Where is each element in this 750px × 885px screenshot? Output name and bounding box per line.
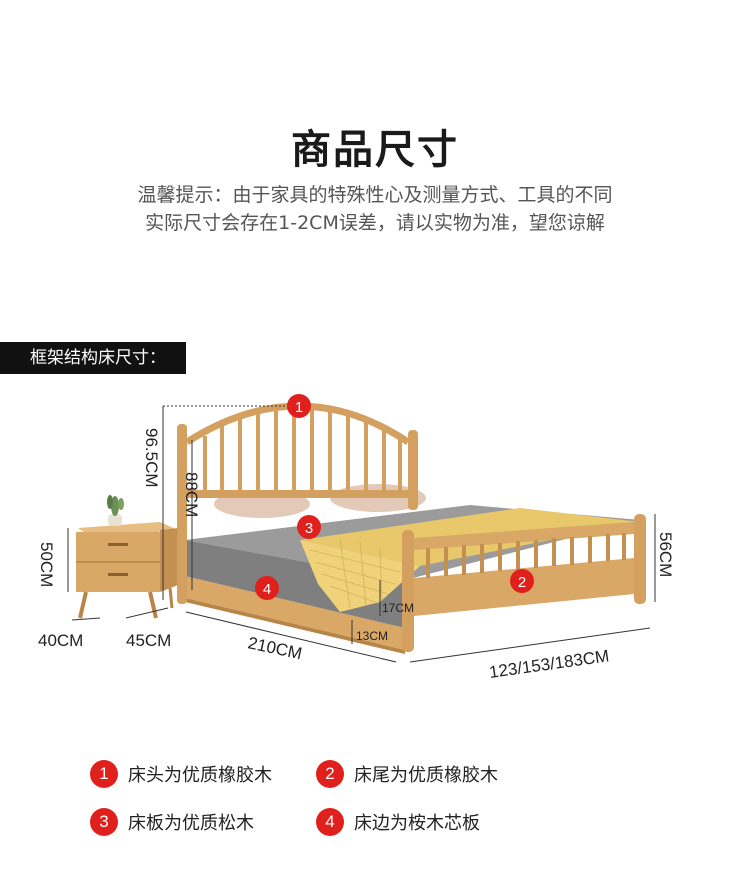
marker-1: 1 [287, 394, 311, 418]
bed-dimension-diagram: 96.5CM 88CM 50CM 40CM 45CM 210CM 123/153… [0, 380, 750, 700]
marker-2: 2 [510, 569, 534, 593]
bed-illustration: 96.5CM 88CM 50CM 40CM 45CM 210CM 123/153… [37, 394, 675, 682]
svg-text:2: 2 [518, 574, 526, 591]
marker-3: 3 [297, 515, 321, 539]
legend-item-1: 1 床头为优质橡胶木 [90, 758, 272, 790]
legend-badge: 1 [90, 760, 118, 788]
legend-text: 床头为优质橡胶木 [128, 765, 272, 786]
legend-item-4: 4 床边为桉木芯板 [316, 806, 480, 838]
marker-4: 4 [255, 576, 279, 600]
svg-text:1: 1 [295, 399, 303, 416]
legend-text: 床边为桉木芯板 [354, 813, 480, 834]
dim-nightstand-height: 50CM [37, 542, 56, 587]
legend-item-3: 3 床板为优质松木 [90, 806, 254, 838]
dim-headboard-height: 96.5CM [142, 428, 161, 488]
dimension-lines [67, 405, 656, 663]
legend-badge: 4 [316, 808, 344, 836]
svg-text:3: 3 [305, 520, 313, 537]
legend-text: 床尾为优质橡胶木 [354, 765, 498, 786]
legend-text: 床板为优质松木 [128, 813, 254, 834]
tip-line-1: 温馨提示：由于家具的特殊性心及测量方式、工具的不同 [137, 184, 613, 206]
dim-side-rail: 17CM [382, 601, 414, 615]
legend-item-2: 2 床尾为优质橡胶木 [316, 758, 498, 790]
dim-nightstand-width: 45CM [126, 631, 171, 650]
svg-text:4: 4 [263, 581, 271, 598]
dim-footboard-height: 56CM [656, 532, 675, 577]
page-title: 商品尺寸 [291, 127, 459, 173]
material-legend: 1 床头为优质橡胶木 2 床尾为优质橡胶木 3 床板为优质松木 4 床边为桉木芯… [0, 752, 750, 852]
dim-nightstand-depth: 40CM [38, 631, 83, 650]
legend-badge: 2 [316, 760, 344, 788]
dim-bed-width: 123/153/183CM [488, 646, 610, 682]
dim-leg-clearance: 13CM [356, 629, 388, 643]
dim-headboard-inner: 88CM [182, 472, 201, 517]
section-label: 框架结构床尺寸： [0, 342, 186, 374]
tip-line-2: 实际尺寸会存在1-2CM误差，请以实物为准，望您谅解 [145, 212, 605, 234]
nightstand [76, 495, 178, 619]
headboard [177, 402, 418, 604]
legend-badge: 3 [90, 808, 118, 836]
